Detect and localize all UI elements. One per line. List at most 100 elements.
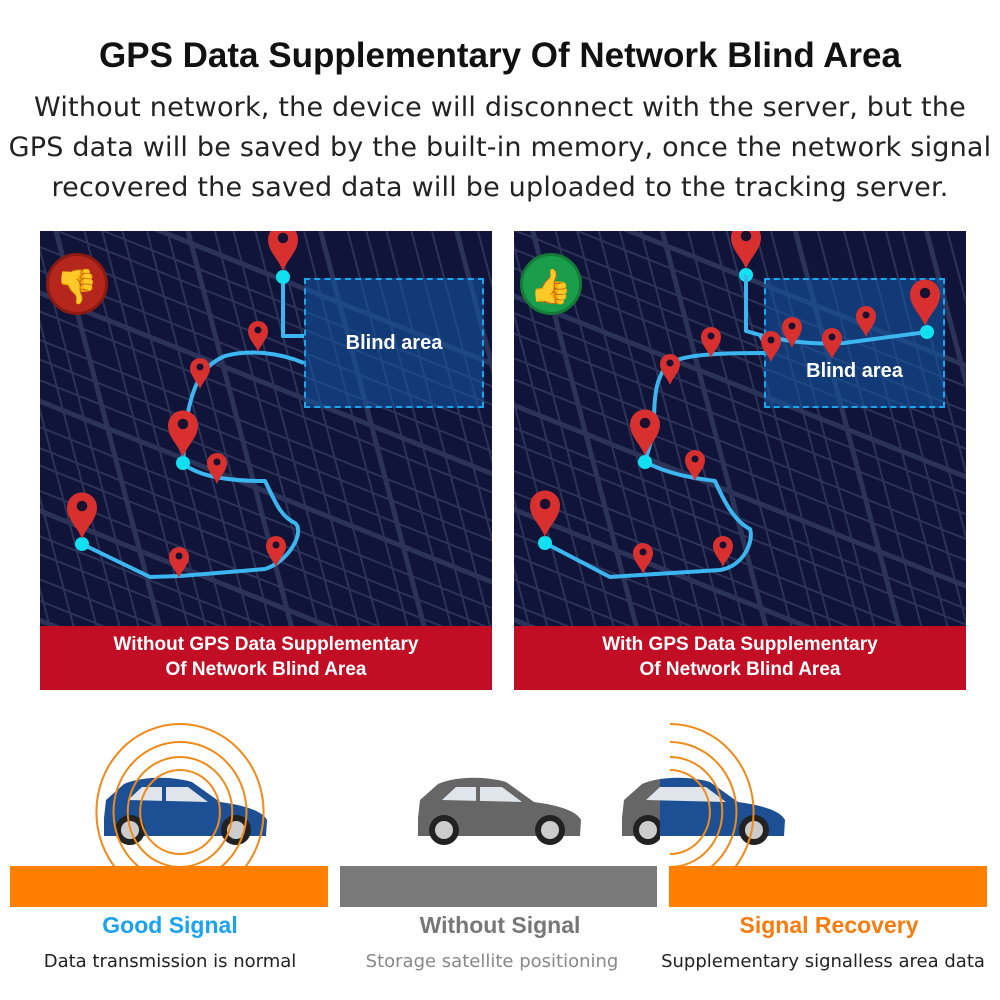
- signal-arc: [669, 756, 724, 868]
- pin-hole: [539, 498, 551, 510]
- car-window: [128, 787, 208, 802]
- street: [514, 491, 851, 626]
- street: [40, 578, 159, 626]
- pin-hole: [691, 455, 699, 463]
- street: [40, 489, 381, 626]
- pin-shape: [168, 410, 198, 457]
- pin-shape: [630, 409, 660, 456]
- pin-shape: [685, 450, 705, 481]
- pin-shape: [530, 490, 560, 537]
- state-description: Data transmission is normal: [43, 951, 297, 972]
- street: [40, 358, 492, 542]
- pin-shape: [207, 453, 227, 484]
- page-title: GPS Data Supplementary Of Network Blind …: [99, 36, 901, 75]
- street: [514, 578, 633, 626]
- map-pin-icon: [633, 543, 653, 574]
- street: [40, 290, 492, 477]
- signal-illustration: [95, 723, 790, 870]
- map-pin-icon: [713, 536, 733, 567]
- thumbs-down-icon: 👎: [46, 253, 108, 315]
- map-pin-icon: [207, 453, 227, 484]
- map-pin-icon: [701, 327, 721, 358]
- map-pin-icon: [67, 492, 97, 539]
- street: [659, 231, 769, 626]
- panel-with-supplement: 👍 Blind area With GPS Data Supplementary…: [514, 231, 966, 690]
- street: [514, 469, 905, 626]
- car-window: [660, 787, 726, 802]
- route-point: [638, 455, 652, 469]
- map-pin-icon: [168, 410, 198, 457]
- car-rim: [541, 821, 559, 839]
- pin-shape: [190, 358, 210, 389]
- street: [40, 406, 98, 626]
- route-point: [75, 537, 89, 551]
- street: [514, 554, 694, 626]
- street: [514, 357, 966, 541]
- caption-line: Without GPS Data Supplementary: [113, 634, 419, 655]
- street: [101, 231, 207, 626]
- thumbs-up-icon: 👍: [520, 253, 582, 315]
- street: [686, 231, 793, 626]
- pin-shape: [67, 492, 97, 539]
- pin-hole: [213, 458, 221, 466]
- no-signal-bar: [340, 866, 657, 907]
- pin-hole: [175, 552, 183, 560]
- pin-shape: [731, 231, 761, 269]
- car-rim: [639, 821, 657, 839]
- map-pin-icon: [630, 409, 660, 456]
- street: [576, 231, 682, 626]
- route-point: [276, 270, 290, 284]
- signal-arc: [669, 769, 711, 855]
- street: [232, 231, 338, 626]
- blind-area-box: Blind area: [304, 278, 484, 408]
- car-window: [442, 787, 522, 802]
- signal-ring: [95, 723, 265, 870]
- street: [40, 553, 223, 626]
- map-pin-icon: [248, 321, 268, 352]
- street: [40, 318, 121, 626]
- pin-hole: [666, 359, 674, 367]
- pin-hole: [277, 232, 289, 244]
- street: [514, 564, 531, 626]
- route-point: [538, 536, 552, 550]
- street: [514, 495, 549, 626]
- recovery-bar: [669, 866, 987, 907]
- pin-hole: [196, 363, 204, 371]
- pin-hole: [76, 500, 88, 512]
- pin-shape: [660, 354, 680, 385]
- pin-shape: [713, 536, 733, 567]
- route-line: [281, 277, 304, 338]
- street: [514, 311, 966, 495]
- signal-ring: [139, 769, 221, 855]
- street: [274, 231, 380, 626]
- street: [254, 231, 360, 626]
- street: [40, 494, 75, 626]
- street: [514, 311, 597, 626]
- street: [514, 506, 812, 626]
- map-pin-icon: [268, 231, 298, 271]
- state-label: Without Signal: [419, 912, 581, 938]
- street: [514, 402, 966, 589]
- street: [185, 231, 294, 626]
- map-pin-icon: [530, 490, 560, 537]
- map-pin-icon: [731, 231, 761, 269]
- street: [711, 231, 817, 626]
- car-rim: [435, 821, 453, 839]
- pin-hole: [177, 418, 189, 430]
- blind-area-box: Blind area: [764, 278, 945, 408]
- pin-hole: [272, 541, 280, 549]
- street: [40, 426, 492, 610]
- description-line: Without network, the device will disconn…: [34, 92, 966, 123]
- state-description: Storage satellite positioning: [365, 951, 619, 972]
- street: [514, 293, 966, 480]
- pin-hole: [639, 417, 651, 429]
- panel-caption: Without GPS Data Supplementary Of Networ…: [40, 626, 492, 690]
- pin-hole: [639, 548, 647, 556]
- pin-shape: [169, 547, 189, 578]
- signal-ring: [112, 741, 248, 870]
- route-point: [176, 456, 190, 470]
- street: [946, 231, 966, 307]
- panel-without-supplement: 👎 Blind area Without GPS Data Supplement…: [40, 231, 492, 690]
- pin-hole: [740, 231, 752, 242]
- street: [213, 231, 320, 626]
